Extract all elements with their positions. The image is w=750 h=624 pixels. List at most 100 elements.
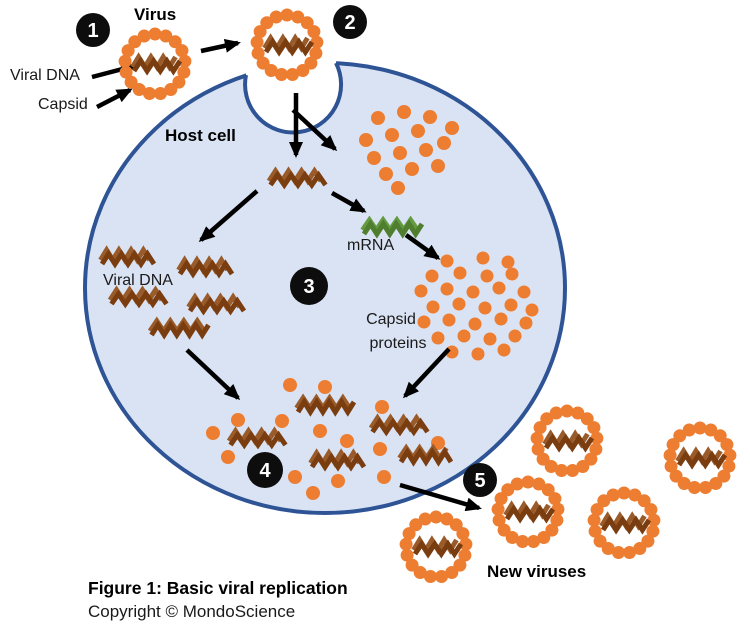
capsid-protein-dot [453,266,467,280]
capsid-protein-dot [508,329,522,343]
viral-dna-icon [503,500,556,524]
capsid-protein-dot [288,470,302,484]
capsid-protein-dot [445,345,459,359]
arrow-assembly-left [185,348,241,401]
arrow-transcription [330,191,367,213]
viral-dna-icon [308,448,367,472]
capsid-protein-dot [426,300,440,314]
viral-dna-icon [294,393,357,417]
capsid-protein-dot [452,297,466,311]
arrow-replication [198,189,259,242]
capsid-proteins-cluster [414,251,539,361]
capsid-protein-dot [221,450,235,464]
viral-dna-icon [411,535,464,559]
virus-icon [587,486,661,559]
step-number-4: 4 [259,460,271,482]
capsid-protein-dot [501,255,515,269]
capsid-protein-dot [340,434,354,448]
capsid-protein-dot [457,329,471,343]
mrna-strand [360,215,425,239]
capsid-protein-dot [431,159,445,173]
capsid-proteins-label-line1: Capsid [366,311,416,328]
step-badge-3: 3 [290,267,328,305]
capsid-protein-dot [318,380,332,394]
capsid-label: Capsid [38,96,88,113]
capsid-protein-dot [519,316,533,330]
capsid-protein-dot [397,105,411,119]
viral-dna-label: Viral DNA [10,67,80,84]
capsid-protein-dot [437,136,451,150]
mrna-label: mRNA [347,237,394,254]
capsid-protein-dot [411,124,425,138]
capsid-protein-dot [283,378,297,392]
copyright-line: Copyright © MondoScience [88,602,295,621]
released-capsid-proteins [359,105,459,195]
capsid-protein-dot [466,285,480,299]
host-cell-label: Host cell [165,126,236,145]
viral-dna-icon [130,52,183,76]
capsid-protein-dot [313,424,327,438]
capsid-protein-dot [393,146,407,160]
capsid-protein-dot [440,282,454,296]
step-number-1: 1 [87,20,98,42]
viral-dna-icon [176,255,235,279]
step-badge-2: 2 [333,5,367,39]
capsid-protein-dot [417,315,431,329]
capsid-protein-dot [440,254,454,268]
capsid-protein-dot [497,343,511,357]
capsid-protein-dot [375,400,389,414]
step-number-5: 5 [474,470,485,492]
arrow-assembly-right [402,347,451,399]
capsid-protein-dot [492,281,506,295]
capsid-protein-dot [478,301,492,315]
capsid-protein-dot [431,331,445,345]
assembly-area [206,378,454,500]
viral-dna-copies-label: Viral DNA [103,272,173,289]
virus-icon [399,510,473,583]
viral-dna-icon [542,429,595,453]
viral-dna-icon [397,443,454,467]
viral-dna-icon [98,245,157,269]
viral-dna-icon [599,511,652,535]
capsid-protein-dot [445,121,459,135]
virus-icon [530,404,604,477]
step-badge-1: 1 [76,13,110,47]
arrow-capsid-pointer [95,87,133,110]
step-number-2: 2 [344,12,355,34]
capsid-protein-dot [391,181,405,195]
capsid-protein-dot [373,442,387,456]
capsid-protein-dot [371,111,385,125]
step-badge-5: 5 [463,463,497,497]
capsid-protein-dot [419,143,433,157]
capsid-protein-dot [425,269,439,283]
capsid-proteins-label-line2: proteins [370,335,427,352]
capsid-protein-dot [359,133,373,147]
new-viruses-label: New viruses [487,562,586,581]
capsid-protein-dot [414,284,428,298]
viral-dna-icon [266,166,328,190]
capsid-protein-dot [331,474,345,488]
capsid-protein-dot [423,110,437,124]
capsid-protein-dot [377,470,391,484]
capsid-protein-dot [483,332,497,346]
capsid-protein-dot [385,128,399,142]
capsid-protein-dot [471,347,485,361]
mrna-icon [360,215,425,239]
capsid-protein-dot [442,313,456,327]
viral-dna-strands [98,166,328,340]
virus-icon [663,421,737,494]
viral-dna-icon [107,285,169,309]
capsid-protein-dot [367,151,381,165]
virus-icon [491,475,565,548]
virus-particles [118,8,737,583]
viral-dna-icon [147,316,211,340]
viral-dna-icon [226,426,288,450]
arrow-release [399,482,482,512]
step-number-3: 3 [303,276,314,298]
capsid-protein-dot [480,269,494,283]
step-badge-4: 4 [247,452,283,488]
virus-icon [118,27,192,100]
viral-dna-icon [262,33,315,57]
capsid-protein-dot [405,162,419,176]
